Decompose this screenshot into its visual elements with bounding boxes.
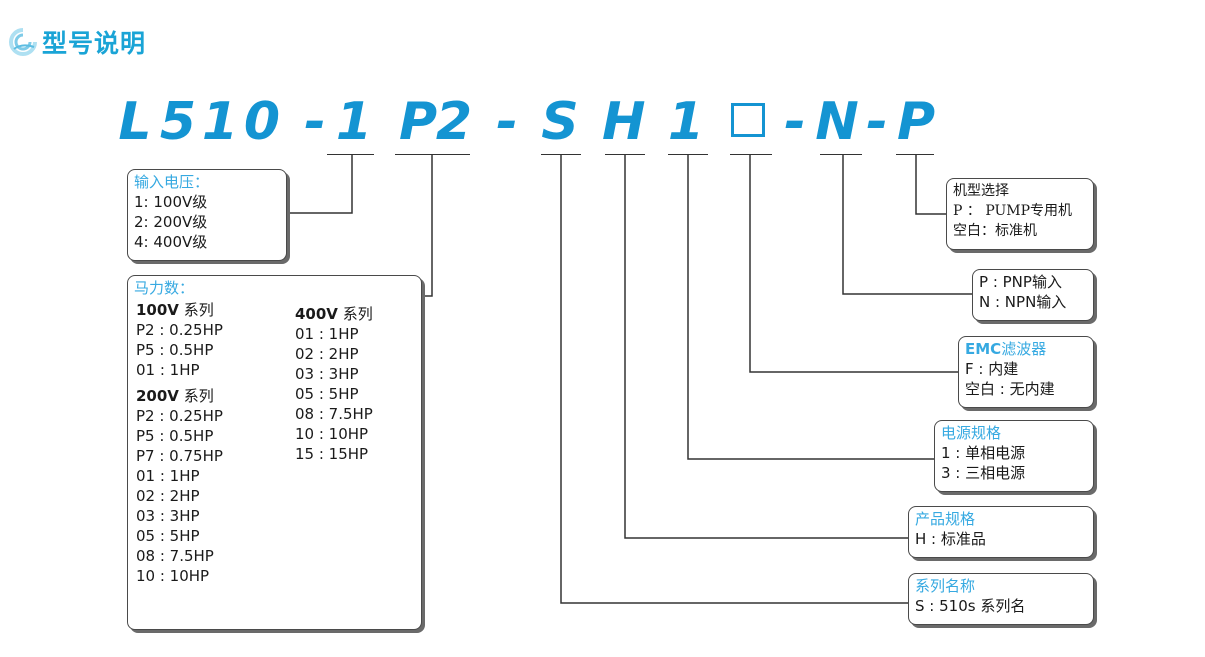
hp-item: P2 : 0.25HP <box>136 321 223 339</box>
machine-item: P ： PUMP专用机 <box>953 203 1073 219</box>
leader-voltage <box>287 155 353 214</box>
hp-item: P5 : 0.5HP <box>136 427 214 445</box>
leader-power <box>687 155 934 460</box>
emc-item: F : 内建 <box>965 360 1019 378</box>
code-char-power: 1 <box>667 92 705 152</box>
series-item: S : 510s 系列名 <box>915 597 1026 615</box>
horsepower-title: 马力数： <box>134 279 195 297</box>
voltage-item: 2: 200V级 <box>134 213 208 231</box>
code-char-2: 2 <box>435 92 473 152</box>
leader-machine <box>915 155 946 215</box>
hp-item: 02 : 2HP <box>136 487 200 505</box>
machine-item: 空白：标准机 <box>953 223 1037 239</box>
hp-item: 08 : 7.5HP <box>136 547 214 565</box>
underline-voltage <box>327 154 374 155</box>
io-item: P : PNP输入 <box>979 273 1062 291</box>
code-char-s: S <box>541 92 579 152</box>
code-char-n: N <box>815 92 859 152</box>
page-title: 型号说明 <box>8 24 146 60</box>
hp-item: 08 : 7.5HP <box>295 405 373 423</box>
product-title: 产品规格 <box>915 510 976 528</box>
horsepower-100v-section: 100V 系列 P2 : 0.25HP P5 : 0.5HP 01 : 1HP … <box>136 300 223 586</box>
code-char-5: 5 <box>159 92 197 152</box>
leader-product <box>624 155 908 539</box>
hp-item: 05 : 5HP <box>295 385 359 403</box>
code-dash: - <box>866 92 888 152</box>
emc-filter-box: EMC滤波器 F : 内建 空白 : 无内建 <box>958 336 1094 408</box>
code-dash: - <box>304 92 326 152</box>
code-dash: - <box>496 92 518 152</box>
hp-item: P2 : 0.25HP <box>136 407 223 425</box>
underline-emc <box>730 154 772 155</box>
code-dash: - <box>784 92 806 152</box>
hp-item: 03 : 3HP <box>136 507 200 525</box>
hp-item: 15 : 15HP <box>295 445 369 463</box>
horsepower-400v-section: 400V 系列 01 : 1HP 02 : 2HP 03 : 3HP 05 : … <box>295 304 373 464</box>
code-char-h: H <box>602 92 646 152</box>
power-item: 3 : 三相电源 <box>941 464 1026 482</box>
code-char-0: 0 <box>243 92 281 152</box>
product-spec-box: 产品规格 H : 标准品 <box>908 506 1094 558</box>
hp-item: 02 : 2HP <box>295 345 359 363</box>
voltage-item: 4: 400V级 <box>134 233 208 251</box>
code-char-p: P <box>398 92 438 152</box>
underline-horsepower <box>395 154 470 155</box>
code-char-p-end: P <box>896 92 936 152</box>
voltage-box: 输入电压： 1: 100V级 2: 200V级 4: 400V级 <box>127 169 287 261</box>
underline-series <box>541 154 581 155</box>
hp-item: 01 : 1HP <box>136 467 200 485</box>
underline-io <box>820 154 862 155</box>
underline-machine <box>896 154 934 155</box>
series-200v-heading: 200V 系列 <box>136 387 214 405</box>
hp-item: P7 : 0.75HP <box>136 447 223 465</box>
series-name-box: 系列名称 S : 510s 系列名 <box>908 573 1094 625</box>
power-item: 1 : 单相电源 <box>941 444 1026 462</box>
power-spec-box: 电源规格 1 : 单相电源 3 : 三相电源 <box>934 420 1094 492</box>
underline-power <box>668 154 708 155</box>
input-type-box: P : PNP输入 N : NPN输入 <box>972 269 1094 321</box>
code-char-voltage: 1 <box>335 92 373 152</box>
code-char-1: 1 <box>201 92 239 152</box>
brand-logo-icon <box>9 28 37 56</box>
machine-type-box: 机型选择 P ： PUMP专用机 空白：标准机 <box>946 178 1094 250</box>
hp-item: 10 : 10HP <box>295 425 369 443</box>
io-item: N : NPN输入 <box>979 293 1067 311</box>
voltage-title: 输入电压： <box>134 173 210 191</box>
leader-series <box>560 155 908 604</box>
hp-item: 03 : 3HP <box>295 365 359 383</box>
leader-emc <box>749 155 958 373</box>
emc-title: EMC滤波器 <box>965 340 1047 358</box>
series-400v-heading: 400V 系列 <box>295 305 373 323</box>
series-title: 系列名称 <box>915 577 976 595</box>
leader-horsepower <box>422 155 433 297</box>
page-title-text: 型号说明 <box>42 29 147 58</box>
hp-item: 01 : 1HP <box>136 361 200 379</box>
power-title: 电源规格 <box>941 424 1002 442</box>
hp-item: P5 : 0.5HP <box>136 341 214 359</box>
code-char-l: L <box>118 92 152 152</box>
machine-title: 机型选择 <box>953 183 1009 199</box>
voltage-item: 1: 100V级 <box>134 193 208 211</box>
code-emc-square <box>731 103 765 137</box>
product-item: H : 标准品 <box>915 530 986 548</box>
horsepower-box: 马力数： 100V 系列 P2 : 0.25HP P5 : 0.5HP 01 :… <box>127 275 422 630</box>
underline-product <box>605 154 645 155</box>
leader-io <box>842 155 972 295</box>
hp-item: 01 : 1HP <box>295 325 359 343</box>
hp-item: 05 : 5HP <box>136 527 200 545</box>
series-100v-heading: 100V 系列 <box>136 301 214 319</box>
emc-item: 空白 : 无内建 <box>965 380 1055 398</box>
hp-item: 10 : 10HP <box>136 567 210 585</box>
